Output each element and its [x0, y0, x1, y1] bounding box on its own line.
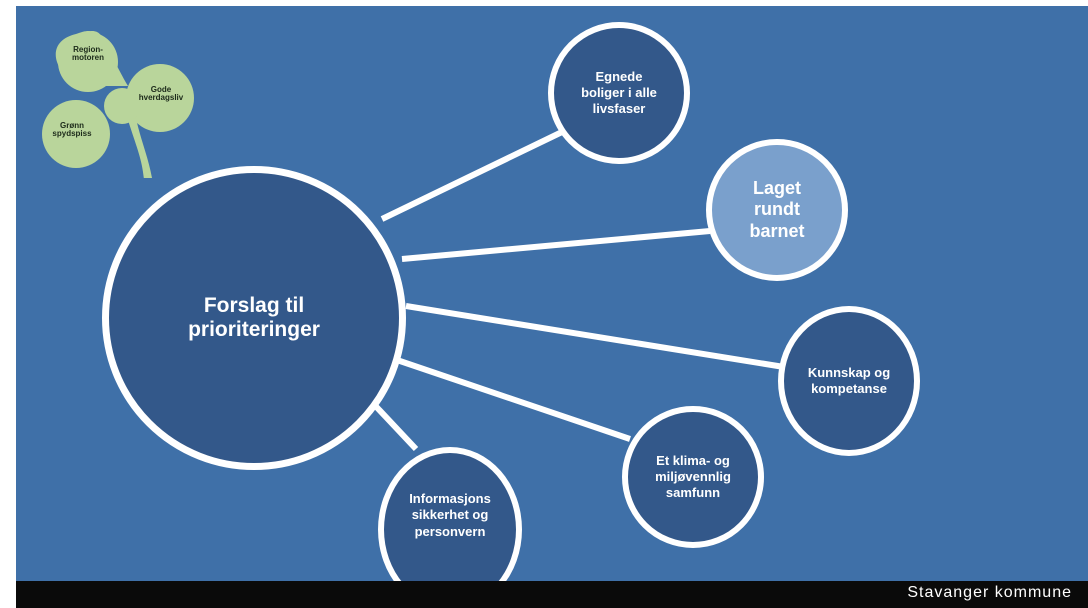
clover-leaf-label-left: Grønn spydspiss — [52, 121, 92, 139]
node-boliger: Egnede boliger i alle livsfaser — [548, 22, 690, 164]
node-kunnskap: Kunnskap og kompetanse — [778, 306, 920, 456]
slide: Region- motoren Gode hverdagsliv Grønn s… — [16, 6, 1088, 608]
node-laget-label: Laget rundt barnet — [749, 177, 805, 241]
node-informasjon-label: Informasjons sikkerhet og personvern — [409, 491, 491, 539]
hub-label: Forslag til prioriteringer — [188, 293, 320, 341]
hub-circle: Forslag til prioriteringer — [102, 166, 406, 470]
clover-icon — [42, 30, 194, 178]
clover-logo: Region- motoren Gode hverdagsliv Grønn s… — [36, 28, 206, 178]
connector-boliger — [380, 129, 564, 222]
node-boliger-label: Egnede boliger i alle livsfaser — [581, 68, 657, 117]
connector-lines — [366, 129, 785, 452]
connector-klima — [393, 356, 631, 442]
node-laget: Laget rundt barnet — [706, 139, 848, 281]
node-kunnskap-label: Kunnskap og kompetanse — [807, 364, 891, 396]
connector-laget — [401, 228, 711, 262]
connector-kunnskap — [405, 303, 785, 370]
node-klima: Et klima- og miljøvennlig samfunn — [622, 406, 764, 548]
footer-brand: Stavanger kommune — [907, 584, 1072, 601]
node-klima-label: Et klima- og miljøvennlig samfunn — [655, 452, 731, 501]
clover-leaf-label-right: Gode hverdagsliv — [138, 85, 184, 103]
clover-leaf-label-top: Region- motoren — [72, 45, 104, 63]
footer-bar: Stavanger kommune — [16, 581, 1088, 608]
